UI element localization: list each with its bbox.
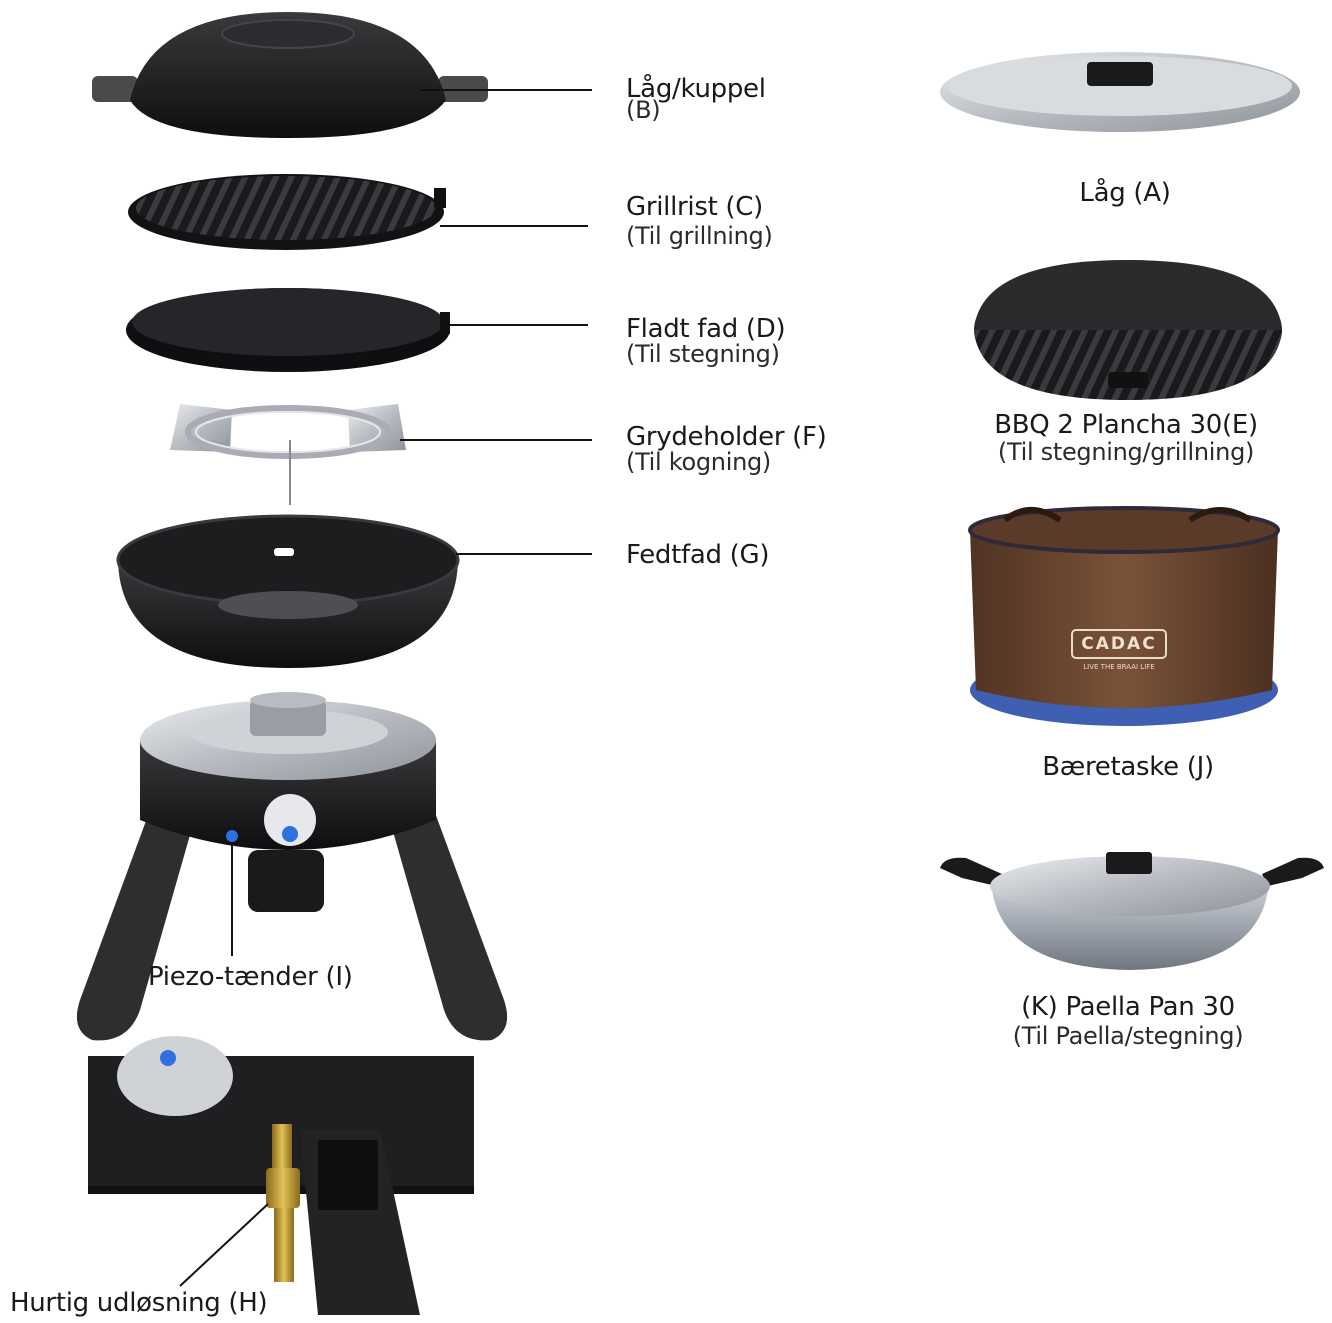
lid-a-label: Låg (A) xyxy=(1079,178,1171,208)
plancha-label: BBQ 2 Plancha 30(E) xyxy=(994,410,1258,440)
pot-stand-image xyxy=(170,404,592,505)
lid-dome-label: Låg/kuppel xyxy=(626,74,766,104)
paella-sublabel: (Til Paella/stegning) xyxy=(1012,1022,1244,1050)
lid-dome-image xyxy=(92,12,592,138)
lid-a-image xyxy=(940,52,1300,132)
plancha-sublabel: (Til stegning/grillning) xyxy=(997,438,1255,466)
grill-grate-image xyxy=(128,174,588,250)
bag-logo: CADAC xyxy=(1081,634,1157,654)
quick-release-closeup-image xyxy=(88,1036,474,1315)
drip-pan-label: Fedtfad (G) xyxy=(626,540,770,570)
flat-plate-label: Fladt fad (D) xyxy=(626,314,786,344)
flat-plate-image xyxy=(126,288,588,372)
bag-tagline: LIVE THE BRAAI LIFE xyxy=(1083,663,1155,671)
grill-grate-label: Grillrist (C) xyxy=(626,192,763,222)
drip-pan-image xyxy=(116,514,592,668)
piezo-label: Piezo-tænder (I) xyxy=(148,962,353,992)
pot-stand-label: Grydeholder (F) xyxy=(626,422,827,452)
flat-plate-sublabel: (Til stegning) xyxy=(626,340,780,368)
grill-grate-sublabel: (Til grillning) xyxy=(626,222,773,250)
paella-pan-image xyxy=(940,852,1324,970)
carry-bag-label: Bæretaske (J) xyxy=(1042,752,1214,782)
quick-release-label: Hurtig udløsning (H) xyxy=(10,1288,268,1318)
plancha-image xyxy=(974,260,1282,400)
pot-stand-sublabel: (Til kogning) xyxy=(626,448,771,476)
carry-bag-image xyxy=(968,506,1280,726)
lid-dome-sublabel: (B) xyxy=(626,96,661,124)
paella-label: (K) Paella Pan 30 xyxy=(1021,992,1235,1022)
burner-base-image xyxy=(76,692,508,1041)
